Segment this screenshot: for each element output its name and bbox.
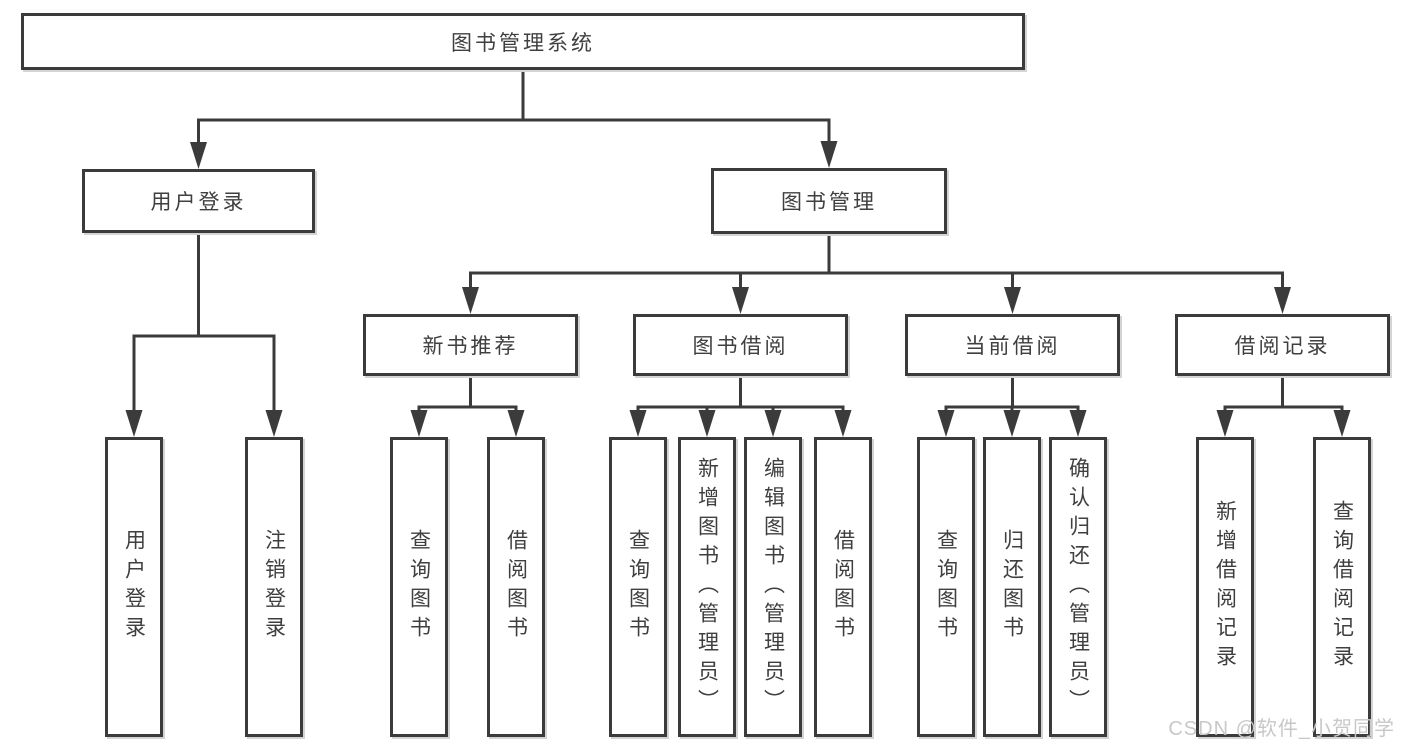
leaf-query-borrow-record: 查询借阅记录 — [1313, 437, 1371, 737]
module-new-book-recommendation: 新书推荐 — [363, 314, 578, 376]
leaf-query-books-borrow: 查询图书 — [609, 437, 667, 737]
module-current-borrowing: 当前借阅 — [905, 314, 1120, 376]
root-node: 图书管理系统 — [21, 13, 1025, 70]
leaf-logout: 注销登录 — [245, 437, 303, 737]
leaf-borrow-books-recommend: 借阅图书 — [487, 437, 545, 737]
branch-book-management: 图书管理 — [711, 168, 947, 234]
leaf-confirm-return-admin: 确认归还（管理员） — [1049, 437, 1107, 737]
leaf-edit-books-admin: 编辑图书（管理员） — [744, 437, 802, 737]
leaf-query-books-recommend: 查询图书 — [390, 437, 448, 737]
csdn-watermark: CSDN @软件_小贺同学 — [1168, 718, 1395, 740]
leaf-user-login: 用户登录 — [105, 437, 163, 737]
leaf-borrow-books: 借阅图书 — [814, 437, 872, 737]
leaf-add-books-admin: 新增图书（管理员） — [678, 437, 736, 737]
module-borrowing-records: 借阅记录 — [1175, 314, 1390, 376]
module-book-borrowing: 图书借阅 — [633, 314, 848, 376]
leaf-add-borrow-record: 新增借阅记录 — [1196, 437, 1254, 737]
leaf-return-books: 归还图书 — [983, 437, 1041, 737]
branch-user-login: 用户登录 — [82, 169, 315, 233]
leaf-query-books-current: 查询图书 — [917, 437, 975, 737]
